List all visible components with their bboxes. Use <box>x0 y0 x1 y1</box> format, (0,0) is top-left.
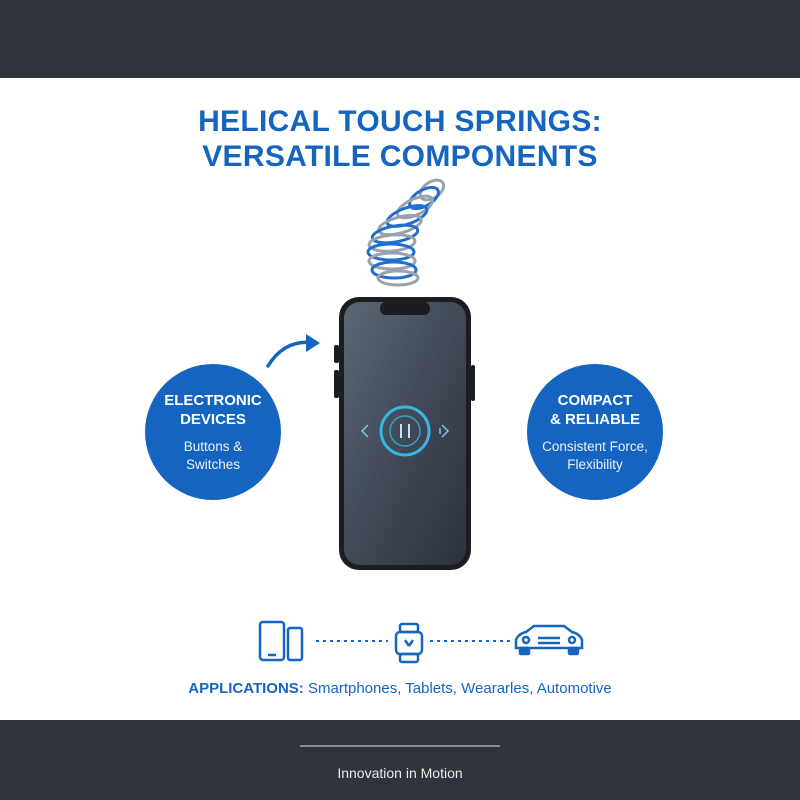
arrow-icon <box>266 334 320 368</box>
electronic-devices-badge: ELECTRONIC DEVICES Buttons & Switches <box>145 364 281 500</box>
title-line-2: VERSATILE COMPONENTS <box>202 140 598 173</box>
badge-subtitle-line-2: Flexibility <box>567 456 623 472</box>
compact-reliable-badge: COMPACT & RELIABLE Consistent Force, Fle… <box>527 364 663 500</box>
applications-text: Smartphones, Tablets, Weararles, Automot… <box>307 680 612 697</box>
footer-tagline: Innovation in Motion <box>337 765 463 781</box>
title-line-1: HELICAL TOUCH SPRINGS: <box>198 105 602 138</box>
badge-heading-line-1: ELECTRONIC <box>164 391 262 409</box>
badge-subtitle-line-1: Consistent Force, <box>542 438 648 454</box>
badge-subtitle: Consistent Force, Flexibility <box>542 438 648 474</box>
top-bar <box>0 0 800 78</box>
smartwatch-icon <box>394 622 424 664</box>
footer-bar: Innovation in Motion <box>0 720 800 800</box>
badge-subtitle: Buttons & Switches <box>184 438 243 474</box>
phone-tablet-icon <box>258 620 304 662</box>
page-title: HELICAL TOUCH SPRINGS: VERSATILE COMPONE… <box>0 104 800 174</box>
applications-line: APPLICATIONS: Smartphones, Tablets, Wear… <box>0 680 800 697</box>
footer-divider <box>300 745 500 747</box>
badge-heading-line-2: & RELIABLE <box>550 410 640 428</box>
applications-label: APPLICATIONS: <box>188 680 304 697</box>
spring-icon <box>366 178 446 287</box>
badge-heading-line-2: DEVICES <box>180 410 246 428</box>
badge-subtitle-line-1: Buttons & <box>183 438 243 454</box>
car-icon <box>514 624 584 656</box>
smartphone-icon <box>334 297 475 570</box>
badge-heading-line-1: COMPACT <box>557 391 633 409</box>
badge-subtitle-line-2: Switches <box>185 456 240 472</box>
